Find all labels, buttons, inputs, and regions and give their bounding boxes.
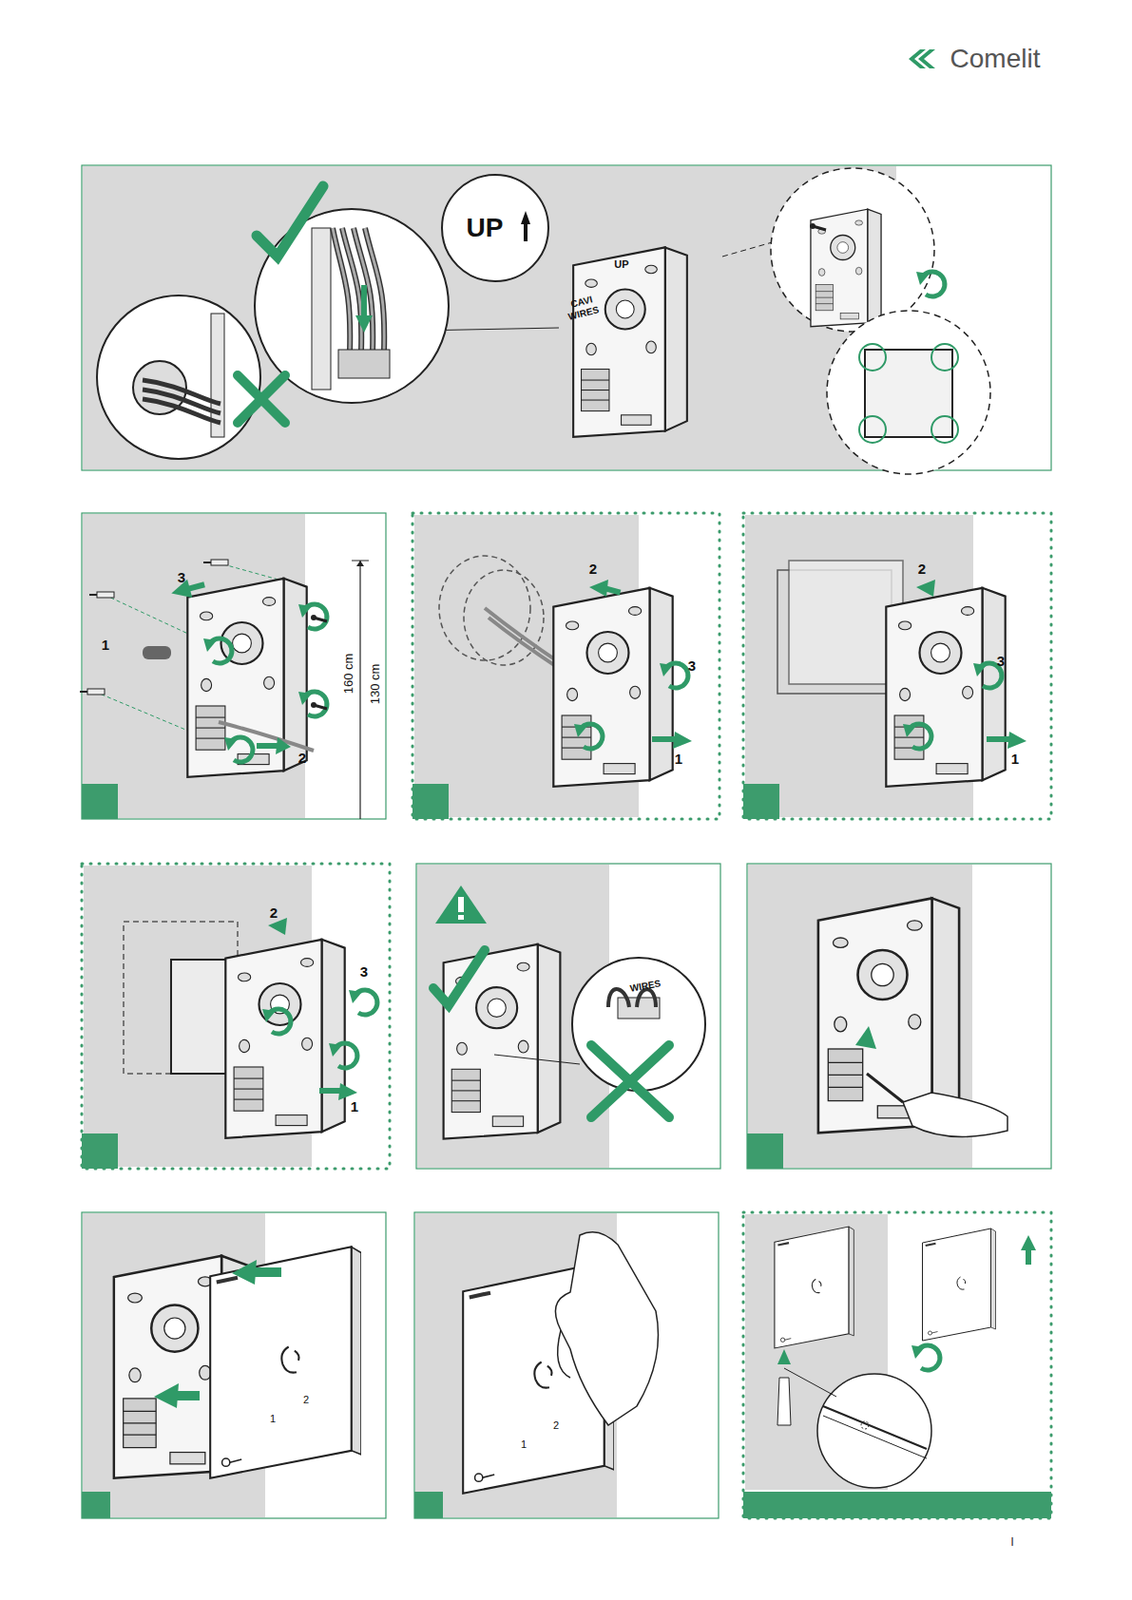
wire-label: WIRES [629, 978, 662, 995]
step-number: 3 [688, 658, 696, 673]
button-number: 1 [520, 1439, 527, 1451]
direction-label: UP [466, 214, 504, 242]
brand-logo: Comelit [950, 45, 1041, 73]
step-number: 2 [298, 750, 307, 766]
step-number: 2 [589, 561, 597, 576]
page-number: I [1010, 1535, 1015, 1549]
step-number: 2 [269, 905, 278, 921]
direction-label: UP [613, 259, 629, 270]
button-number: 2 [553, 1420, 559, 1432]
dimension-label: 160 cm [342, 653, 355, 695]
step-number: 1 [350, 1099, 359, 1114]
step-number: 2 [918, 561, 926, 576]
step-number: 3 [997, 653, 1005, 669]
step-number: 3 [177, 570, 186, 585]
button-number: 1 [269, 1414, 276, 1425]
step-number: 1 [101, 637, 110, 653]
step-number: 1 [674, 751, 683, 767]
step-number: 3 [360, 964, 368, 979]
dimension-label: 130 cm [368, 664, 382, 706]
logo-mark [908, 49, 936, 69]
button-number: 2 [303, 1395, 309, 1406]
step-number: 1 [1011, 751, 1019, 767]
